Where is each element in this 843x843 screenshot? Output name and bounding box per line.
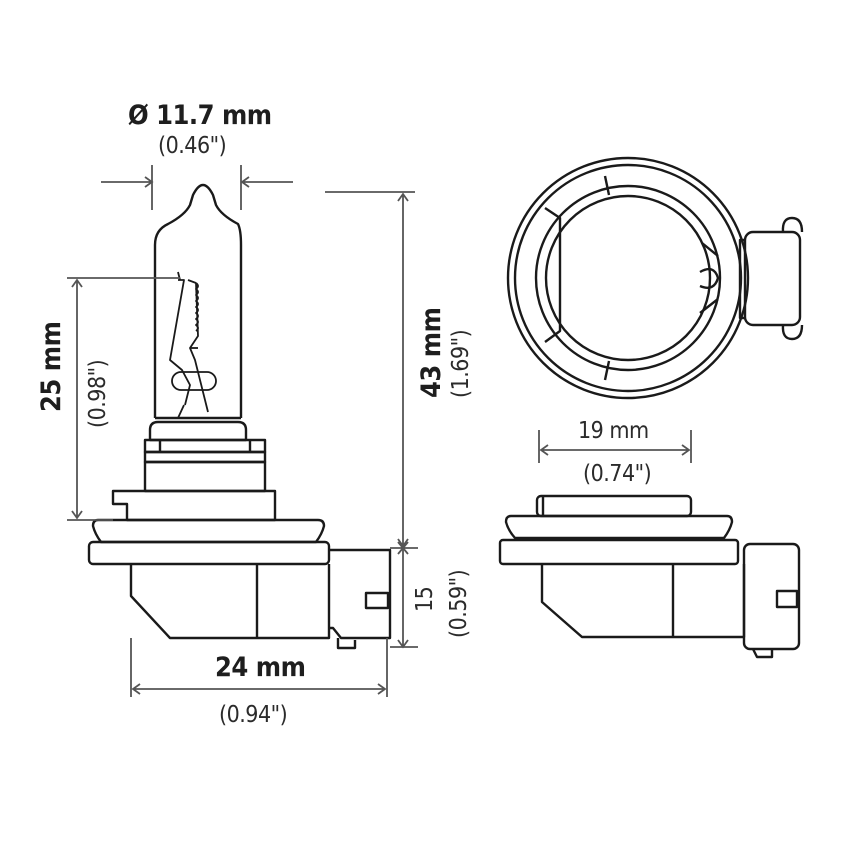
flange-width-metric-label: 19 mm [578,418,649,444]
base-height-imperial-label: (0.59") [446,569,472,638]
overall-height-imperial-label: (1.69") [448,329,474,398]
diameter-imperial-label: (0.46") [158,133,227,159]
base-side-view [498,494,801,659]
dimension-lines [67,165,692,697]
flange-width-imperial-label: (0.74") [583,461,652,487]
light-center-imperial-label: (0.98") [85,359,111,428]
overall-width-imperial-label: (0.94") [219,702,288,728]
base-top-view [506,156,804,400]
bulb-side-view [87,183,392,650]
light-center-metric-label: 25 mm [36,321,67,412]
diameter-metric-label: Ø 11.7 mm [128,100,272,131]
base-height-metric-label: 15 [412,586,438,612]
overall-height-metric-label: 43 mm [416,307,447,398]
overall-width-metric-label: 24 mm [215,652,306,683]
